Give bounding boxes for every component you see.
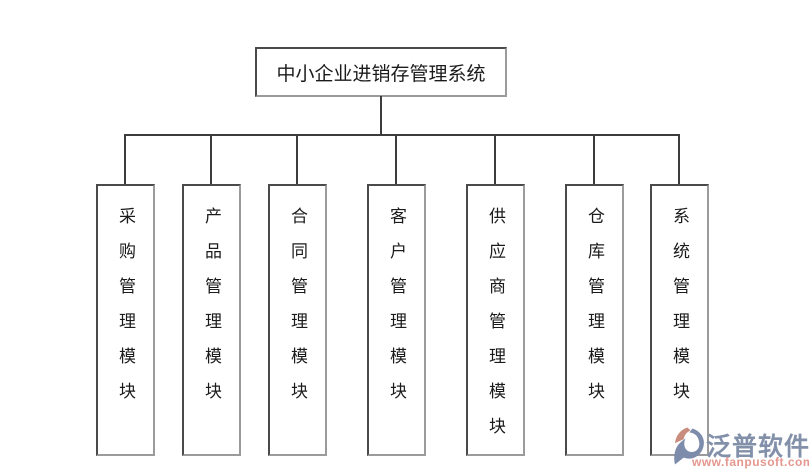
connector-stem <box>380 96 382 136</box>
module-label: 客户管理模块 <box>387 207 406 417</box>
module-label: 仓库管理模块 <box>585 207 604 417</box>
module-label: 采购管理模块 <box>116 207 135 417</box>
connector-drop-3 <box>296 136 298 184</box>
fanpu-logo-icon <box>674 427 704 465</box>
module-label: 供应商管理模块 <box>486 207 505 452</box>
connector-drop-2 <box>210 136 212 184</box>
module-label: 系统管理模块 <box>670 207 689 417</box>
root-title: 中小企业进销存管理系统 <box>276 63 486 85</box>
node-module-system: 系统管理模块 <box>650 184 709 456</box>
node-module-product: 产品管理模块 <box>182 184 241 456</box>
watermark-brand-text: 泛普软件 <box>706 433 809 461</box>
watermark-url-text: www.fanpusoft.com <box>692 455 809 469</box>
connector-drop-6 <box>593 136 595 184</box>
node-module-customer: 客户管理模块 <box>367 184 426 456</box>
node-module-warehouse: 仓库管理模块 <box>565 184 624 456</box>
connector-drop-4 <box>395 136 397 184</box>
module-label: 合同管理模块 <box>288 207 307 417</box>
connector-drop-5 <box>494 136 496 184</box>
node-module-contract: 合同管理模块 <box>268 184 327 456</box>
connector-drop-7 <box>678 136 680 184</box>
module-label: 产品管理模块 <box>202 207 221 417</box>
node-module-supplier: 供应商管理模块 <box>466 184 525 456</box>
node-root: 中小企业进销存管理系统 <box>255 47 507 97</box>
connector-drop-1 <box>124 136 126 184</box>
node-module-procurement: 采购管理模块 <box>96 184 155 456</box>
connector-bus <box>124 134 680 136</box>
